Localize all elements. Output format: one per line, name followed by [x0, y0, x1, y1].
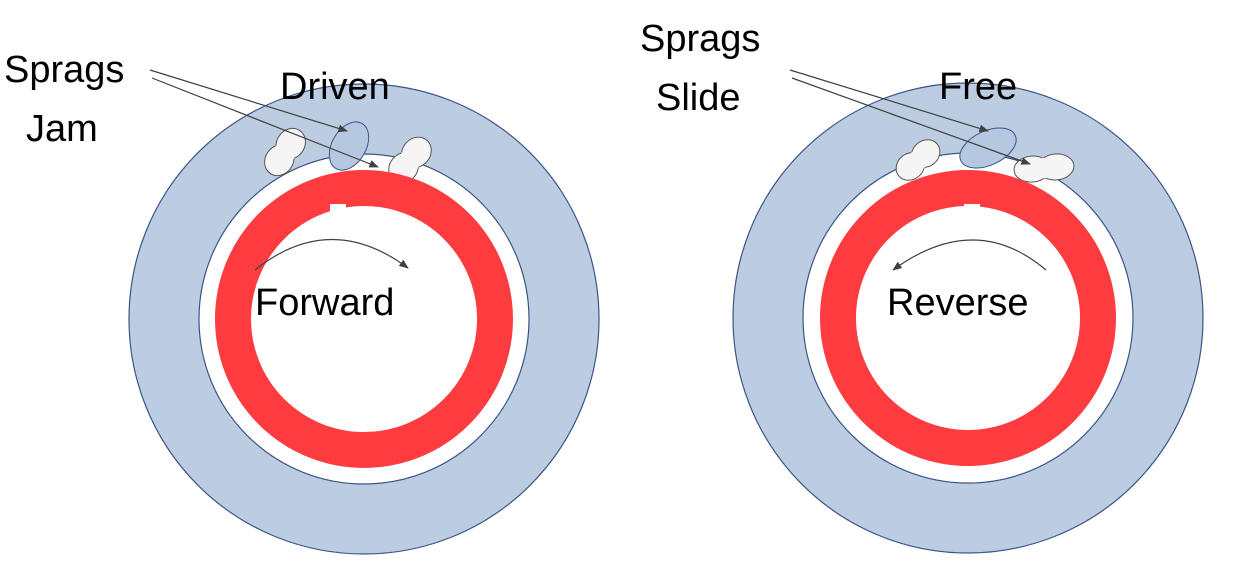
right-inner-race-key — [964, 204, 980, 213]
right-inner-race — [820, 170, 1116, 466]
left-inner-race — [215, 170, 513, 468]
left-inner-label: Forward — [255, 282, 394, 324]
left-sprags-label-line2: Jam — [26, 108, 98, 150]
left-sprag-2-body — [328, 121, 370, 171]
left-leader-line-2 — [151, 77, 379, 168]
right-sprags-label-line1: Sprags — [640, 18, 760, 60]
left-inner-race-key — [330, 204, 346, 213]
right-sprags-label-line2: Slide — [656, 77, 741, 119]
left-sprag-3-body — [393, 141, 427, 179]
right-clutch-def: Sprags Slide Free Reverse — [640, 18, 1204, 554]
right-sprag-1-body — [900, 144, 936, 176]
left-sprag-2 — [328, 121, 370, 171]
left-clutch-def: Sprags Jam Driven Forward — [4, 49, 600, 555]
right-sprag-1 — [895, 139, 941, 181]
right-rotation-arrow — [892, 239, 1047, 271]
right-sprag-2 — [959, 127, 1017, 169]
left-sprag-1-body — [269, 132, 301, 172]
right-outer-label: Free — [939, 66, 1017, 108]
right-sprag-2-body — [959, 127, 1017, 169]
left-sprags-label-line1: Sprags — [4, 49, 124, 91]
right-inner-label: Reverse — [887, 282, 1029, 324]
right-leader-line-2 — [791, 77, 1031, 165]
left-outer-label: Driven — [280, 66, 390, 108]
left-rotation-arrow — [254, 238, 409, 271]
right-leader-line-1 — [789, 69, 989, 133]
right-sprag-3-body — [1018, 157, 1070, 179]
left-leader-line-1 — [149, 69, 348, 133]
